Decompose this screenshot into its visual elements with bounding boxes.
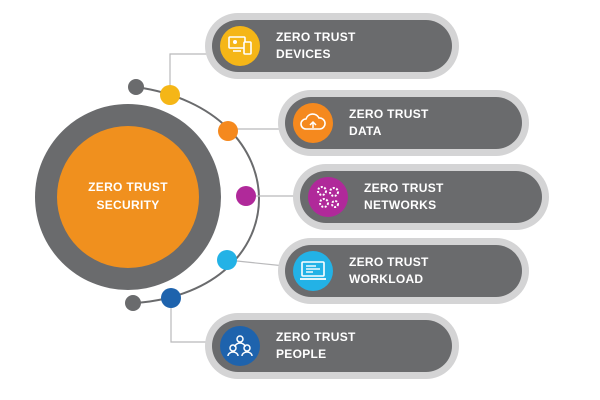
hub-core bbox=[57, 126, 199, 268]
pillar-people: ZERO TRUST PEOPLE bbox=[212, 320, 452, 372]
pillar-workload-line2: WORKLOAD bbox=[349, 272, 424, 286]
data-badge bbox=[293, 103, 333, 143]
devices-badge bbox=[220, 26, 260, 66]
hub-label: ZERO TRUST SECURITY bbox=[60, 178, 196, 214]
arc-end-dot-top bbox=[128, 79, 144, 95]
pillar-devices: ZERO TRUST DEVICES bbox=[212, 20, 452, 72]
networks-badge bbox=[308, 177, 348, 217]
hub-label-line1: ZERO TRUST bbox=[88, 180, 168, 194]
connector-devices bbox=[169, 53, 212, 95]
pillar-people-line1: ZERO TRUST bbox=[276, 330, 356, 344]
pillar-networks-line1: ZERO TRUST bbox=[364, 181, 444, 195]
node-networks bbox=[236, 186, 256, 206]
pillar-devices-line2: DEVICES bbox=[276, 47, 331, 61]
workload-badge bbox=[293, 251, 333, 291]
hub-label-line2: SECURITY bbox=[96, 198, 160, 212]
connector-people bbox=[170, 298, 212, 343]
connector-arc bbox=[135, 86, 260, 304]
people-group-icon bbox=[227, 335, 253, 357]
pillar-data-line1: ZERO TRUST bbox=[349, 107, 429, 121]
pillar-data-label: ZERO TRUST DATA bbox=[349, 106, 429, 140]
cloud-data-icon bbox=[300, 113, 326, 130]
pillar-networks: ZERO TRUST NETWORKS bbox=[300, 171, 542, 223]
pillar-devices-line1: ZERO TRUST bbox=[276, 30, 356, 44]
pillar-networks-label: ZERO TRUST NETWORKS bbox=[364, 180, 444, 214]
pillar-devices-label: ZERO TRUST DEVICES bbox=[276, 29, 356, 63]
pillar-data: ZERO TRUST DATA bbox=[285, 97, 522, 149]
node-workload bbox=[217, 250, 237, 270]
pillar-workload: ZERO TRUST WORKLOAD bbox=[285, 245, 522, 297]
people-badge bbox=[220, 326, 260, 366]
pillar-workload-line1: ZERO TRUST bbox=[349, 255, 429, 269]
pillar-people-label: ZERO TRUST PEOPLE bbox=[276, 329, 356, 363]
node-devices bbox=[160, 85, 180, 105]
pillar-data-line2: DATA bbox=[349, 124, 382, 138]
pillar-people-line2: PEOPLE bbox=[276, 347, 327, 361]
node-data bbox=[218, 121, 238, 141]
arc-end-dot-bottom bbox=[125, 295, 141, 311]
pillar-networks-line2: NETWORKS bbox=[364, 198, 437, 212]
pillar-workload-label: ZERO TRUST WORKLOAD bbox=[349, 254, 429, 288]
node-people bbox=[161, 288, 181, 308]
network-gears-icon bbox=[317, 186, 339, 208]
workload-screen-icon bbox=[300, 261, 326, 280]
devices-icon bbox=[228, 36, 252, 55]
